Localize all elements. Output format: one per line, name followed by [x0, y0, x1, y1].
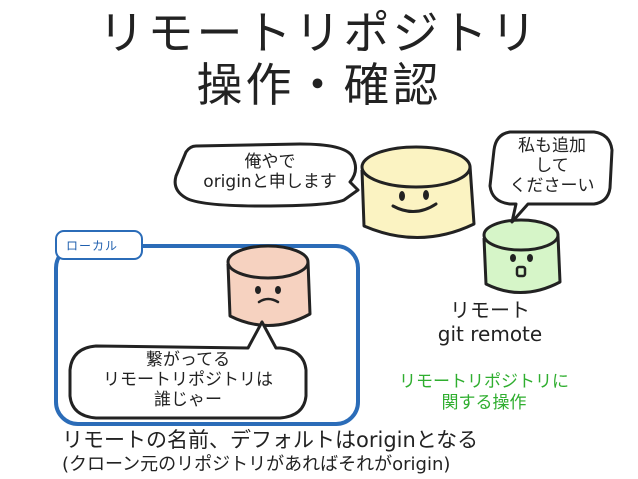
remote-label-line1: リモート: [450, 298, 530, 322]
page-title-line1: リモートリポジトリ: [98, 6, 540, 60]
remote-label-line2: git remote: [437, 322, 543, 346]
local-bubble-line2: リモートリポジトリは: [103, 370, 273, 390]
local-speech-bubble: [68, 320, 308, 420]
local-label-box: [55, 230, 143, 260]
add-speech-bubble: [488, 130, 614, 224]
footer-line1: リモートの名前、デフォルトはoriginとなる: [62, 428, 479, 452]
add-bubble-line3: くださーい: [509, 176, 595, 196]
footer-line2: (クローン元のリポジトリがあればそれがorigin): [62, 454, 451, 475]
remote-label: リモート git remote: [400, 298, 580, 346]
local-bubble-line3: 誰じゃー: [154, 390, 222, 410]
origin-bubble-line2: originと申します: [203, 172, 337, 192]
local-bubble-text: 繋がってる リモートリポジトリは 誰じゃー: [72, 350, 304, 410]
origin-speech-bubble: [173, 142, 360, 208]
local-label: ローカル: [66, 239, 119, 253]
origin-bubble-line1: 俺やで: [244, 152, 296, 172]
add-bubble-text: 私も追加 して くださーい: [494, 136, 610, 196]
origin-bubble-text: 俺やで originと申します: [180, 152, 360, 192]
add-bubble-line1: 私も追加: [518, 136, 586, 156]
add-bubble-line2: して: [535, 156, 569, 176]
added-repository-icon: [482, 218, 562, 294]
local-bubble-line1: 繋がってる: [145, 350, 231, 370]
local-frame: [54, 244, 360, 426]
origin-repository-icon: [360, 145, 476, 239]
remote-operations-line1: リモートリポジトリに: [399, 372, 569, 392]
local-repository-icon: [226, 244, 312, 327]
remote-operations-note: リモートリポジトリに 関する操作: [372, 372, 596, 414]
remote-operations-line2: 関する操作: [441, 393, 527, 413]
page-title-line2: 操作・確認: [196, 58, 442, 112]
